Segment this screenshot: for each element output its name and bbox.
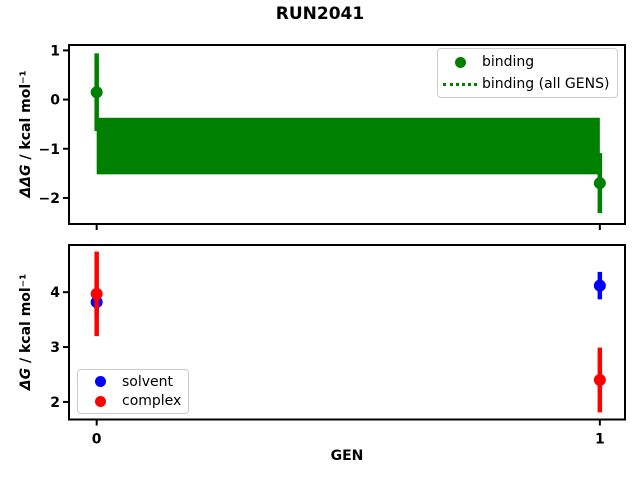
x-axis-label: GEN — [330, 448, 364, 464]
complex-data-point — [90, 287, 103, 300]
bottom-legend: solvent complex — [77, 369, 189, 414]
legend-label-binding-all-gens: binding (all GENS) — [482, 76, 610, 92]
binding-data-point — [593, 177, 606, 190]
top-legend: binding binding (all GENS) — [437, 48, 618, 98]
legend-entry-binding: binding — [438, 51, 611, 73]
y-tick-label: 1 — [50, 43, 60, 59]
x-tick-label: 0 — [92, 432, 102, 448]
legend-label-complex: complex — [122, 393, 182, 410]
legend-entry-binding-all-gens: binding (all GENS) — [438, 73, 611, 95]
top-y-axis-label-unit: / kcal mol⁻¹ — [18, 70, 34, 165]
binding-all-gens-dotted-line-icon — [443, 82, 477, 86]
legend-label-solvent: solvent — [122, 373, 174, 390]
uncertainty-band — [96, 117, 600, 175]
solvent-dot-icon — [94, 376, 106, 388]
y-tick-label: 2 — [50, 395, 60, 411]
binding-data-point — [90, 86, 103, 99]
top-y-axis-label-math: ΔΔG — [18, 164, 34, 198]
legend-marker-area — [438, 56, 482, 68]
bottom-y-axis-label: ΔG / kcal mol⁻¹ — [18, 274, 34, 390]
top-y-axis-label: ΔΔG / kcal mol⁻¹ — [18, 70, 34, 197]
y-tick-label: −2 — [39, 191, 60, 207]
complex-dot-icon — [94, 395, 106, 407]
solvent-data-point — [593, 279, 606, 292]
axes-spines — [68, 44, 626, 225]
complex-data-point — [593, 373, 606, 386]
subplot-top: 1 0 −1 −2 — [39, 43, 626, 230]
bottom-y-axis-label-math: ΔG — [18, 367, 34, 391]
y-tick-label: 4 — [50, 285, 60, 301]
subplot-bottom: 4 3 2 0 1 — [50, 244, 626, 448]
binding-dot-icon — [454, 56, 466, 68]
legend-entry-solvent: solvent — [78, 372, 182, 392]
bottom-y-axis-label-unit: / kcal mol⁻¹ — [18, 273, 34, 368]
y-tick-label: −1 — [39, 142, 60, 158]
legend-marker-area — [78, 376, 122, 388]
x-tick-label: 1 — [595, 432, 605, 448]
legend-entry-complex: complex — [78, 392, 182, 412]
legend-marker-area — [78, 395, 122, 407]
legend-marker-area — [438, 82, 482, 86]
y-tick-label: 3 — [50, 340, 60, 356]
y-tick-label: 0 — [50, 93, 60, 109]
axes-spines — [68, 244, 626, 421]
figure-title: RUN2041 — [275, 4, 365, 24]
legend-label-binding: binding — [482, 54, 535, 70]
